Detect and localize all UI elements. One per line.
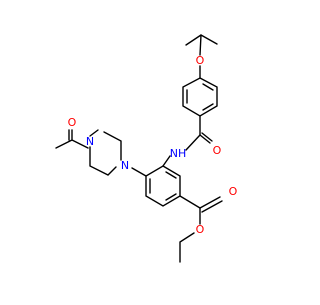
bond-lines bbox=[55, 34, 223, 263]
bond bbox=[89, 129, 122, 176]
atom-label-oxygen: O bbox=[213, 144, 222, 157]
atom-label-oxygen: O bbox=[229, 185, 238, 198]
bond bbox=[131, 167, 147, 177]
atom-label-nitrogen: N bbox=[86, 135, 94, 148]
bond bbox=[149, 171, 177, 201]
atom-label-oxygen: O bbox=[196, 223, 205, 236]
bond bbox=[185, 34, 218, 56]
bond bbox=[179, 195, 201, 209]
bond bbox=[186, 83, 214, 111]
bond bbox=[182, 77, 218, 117]
atom-label-nitrogen: N bbox=[121, 159, 129, 172]
atom-labels: O O NH O N N O O bbox=[68, 54, 238, 236]
structure-canvas: O O NH O N N O O bbox=[55, 34, 238, 263]
bond bbox=[199, 132, 213, 144]
bond bbox=[162, 155, 171, 167]
bond bbox=[145, 165, 181, 207]
bond bbox=[179, 207, 201, 263]
bond bbox=[185, 134, 201, 151]
bond bbox=[55, 129, 89, 149]
atom-label-nitrogen: NH bbox=[170, 147, 187, 160]
bond bbox=[199, 196, 223, 213]
molecule-diagram: O O NH O N N O O bbox=[55, 34, 238, 263]
atom-label-oxygen: O bbox=[196, 54, 205, 67]
atom-label-oxygen: O bbox=[68, 116, 77, 129]
